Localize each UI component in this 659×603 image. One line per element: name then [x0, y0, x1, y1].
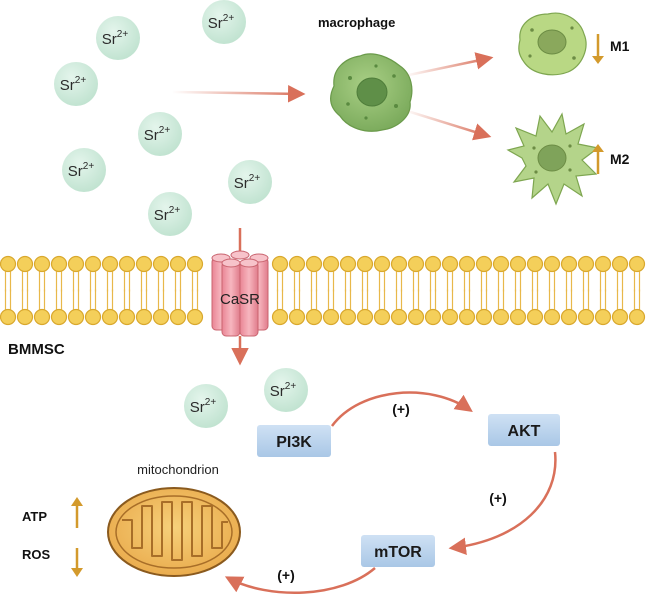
- lipid-molecule-pair: [390, 255, 408, 326]
- pathway-node-pi3k: PI3K: [257, 425, 331, 457]
- lipid-molecule-pair: [84, 255, 102, 326]
- lipid-molecule-pair: [152, 255, 170, 326]
- lipid-molecule-pair: [509, 255, 527, 326]
- mitochondrion: [107, 487, 241, 577]
- sr-ion: Sr2+: [62, 148, 106, 192]
- lipid-molecule-pair: [322, 255, 340, 326]
- sr-ion-label: Sr2+: [102, 29, 129, 48]
- sr-ion-label: Sr2+: [154, 205, 181, 224]
- pathway-node-akt: AKT: [488, 414, 560, 446]
- lipid-molecule-pair: [67, 255, 85, 326]
- lipid-molecule-pair: [16, 255, 34, 326]
- mitochondrion-label: mitochondrion: [137, 462, 219, 477]
- macrophage-to-m1-arrow: [403, 52, 494, 78]
- akt-mtor-effect: (+): [489, 490, 507, 506]
- bmmsc-label: BMMSC: [8, 341, 65, 358]
- lipid-molecule-pair: [186, 255, 204, 326]
- lipid-molecule-pair: [339, 255, 357, 326]
- lipid-molecule-pair: [33, 255, 51, 326]
- lipid-molecule-pair: [458, 255, 476, 326]
- sr-ion-label: Sr2+: [270, 381, 297, 400]
- pathway-node-mtor: mTOR: [361, 535, 435, 567]
- mtor-mito-effect: (+): [277, 567, 295, 583]
- m1-macrophage-cell: [518, 12, 587, 76]
- ion-to-macrophage-arrow: [171, 85, 306, 103]
- lipid-molecule-pair: [441, 255, 459, 326]
- lipid-molecule-pair: [169, 255, 187, 326]
- akt-label: AKT: [508, 423, 541, 440]
- lipid-molecule-pair: [492, 255, 510, 326]
- lipid-molecule-pair: [288, 255, 306, 326]
- lipid-molecule-pair: [373, 255, 391, 326]
- mtor-to-mitochondrion-arrow: [224, 567, 376, 594]
- lipid-molecule-pair: [135, 255, 153, 326]
- lipid-molecule-pair: [526, 255, 544, 326]
- lipid-molecule-pair: [611, 255, 629, 326]
- sr-ion-label: Sr2+: [234, 173, 261, 192]
- lipid-molecule-pair: [560, 255, 578, 326]
- lipid-molecule-pair: [305, 255, 323, 326]
- akt-to-mtor-arrow: [448, 451, 557, 556]
- ros-trend-down-arrow: [71, 548, 83, 577]
- sr-ion: Sr2+: [228, 160, 272, 204]
- lipid-molecule-pair: [118, 255, 136, 326]
- lipid-molecule-pair: [577, 255, 595, 326]
- sr-ion-label: Sr2+: [144, 125, 171, 144]
- lipid-molecule-pair: [271, 255, 289, 326]
- lipid-bilayer-membrane: [0, 255, 646, 326]
- lipid-molecule-pair: [0, 255, 17, 326]
- mtor-label: mTOR: [374, 544, 422, 561]
- ros-label: ROS: [22, 547, 51, 562]
- lipid-molecule-pair: [50, 255, 68, 326]
- m2-macrophage-cell: [506, 112, 600, 206]
- sr-ion: Sr2+: [54, 62, 98, 106]
- m2-trend-up-arrow: [592, 144, 604, 174]
- sr-ion: Sr2+: [148, 192, 192, 236]
- macrophage-cell: [330, 53, 413, 132]
- pi3k-to-akt-arrow: [330, 391, 473, 427]
- lipid-molecule-pair: [628, 255, 646, 326]
- sr-ion: Sr2+: [138, 112, 182, 156]
- lipid-molecule-pair: [424, 255, 442, 326]
- pi3k-label: PI3K: [276, 434, 312, 451]
- atp-label: ATP: [22, 509, 47, 524]
- macrophage-to-m2-arrow: [403, 108, 492, 141]
- lipid-molecule-pair: [543, 255, 561, 326]
- sr-ion: Sr2+: [184, 384, 228, 428]
- lipid-molecule-pair: [356, 255, 374, 326]
- casr-label: CaSR: [220, 291, 260, 308]
- macrophage-label: macrophage: [318, 15, 395, 30]
- atp-trend-up-arrow: [71, 497, 83, 528]
- lipid-molecule-pair: [407, 255, 425, 326]
- lipid-molecule-pair: [101, 255, 119, 326]
- m1-trend-down-arrow: [592, 34, 604, 64]
- sr-ion-group-upper: Sr2+ Sr2+ Sr2+ Sr2+ Sr2+ Sr2+ Sr2+: [54, 0, 272, 236]
- lipid-molecule-pair: [594, 255, 612, 326]
- sr-ion: Sr2+: [264, 368, 308, 412]
- m1-label: M1: [610, 38, 630, 54]
- sr-ion-label: Sr2+: [208, 13, 235, 32]
- casr-receptor: [211, 250, 269, 337]
- sr-ion-group-lower: Sr2+ Sr2+: [184, 368, 308, 428]
- m2-label: M2: [610, 151, 630, 167]
- sr-ion: Sr2+: [96, 16, 140, 60]
- lipid-molecule-pair: [475, 255, 493, 326]
- pi3k-akt-effect: (+): [392, 401, 410, 417]
- sr-ion-label: Sr2+: [190, 397, 217, 416]
- sr-ion: Sr2+: [202, 0, 246, 44]
- sr-ion-label: Sr2+: [60, 75, 87, 94]
- sr-ion-label: Sr2+: [68, 161, 95, 180]
